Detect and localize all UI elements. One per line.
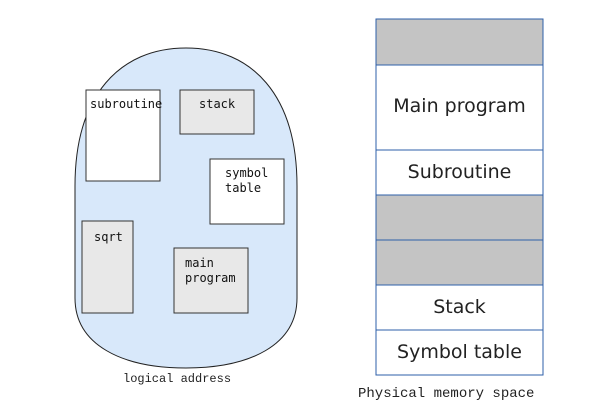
stack-label: stack [199, 97, 236, 111]
physical-memory-column [375, 18, 544, 376]
sqrt-label: sqrt [94, 230, 123, 244]
main-program-label: main program [185, 256, 236, 285]
segment-label-main-program: Main program [393, 95, 526, 117]
subroutine-label: subroutine [90, 97, 163, 111]
memory-segment-occupied [375, 194, 544, 241]
stack-block [179, 89, 255, 135]
segment-label-subroutine: Subroutine [407, 161, 512, 183]
segment-label-stack: Stack [433, 296, 486, 318]
memory-segment-occupied [375, 239, 544, 286]
memory-segment-symbol-table [375, 329, 544, 376]
symbol-table-block [209, 158, 285, 225]
main-program-block [173, 247, 249, 314]
sqrt-block [81, 220, 134, 314]
subroutine-block [85, 89, 161, 182]
physical-memory-caption: Physical memory space [358, 386, 535, 402]
memory-segment-stack [375, 284, 544, 331]
memory-segment-main-program [375, 64, 544, 151]
memory-segment-subroutine [375, 149, 544, 196]
logical-address-caption: logical address [123, 372, 232, 386]
symbol-table-label: symbol table [225, 166, 269, 195]
memory-segment-occupied [375, 18, 544, 66]
segment-label-symbol-table: Symbol table [397, 341, 522, 363]
